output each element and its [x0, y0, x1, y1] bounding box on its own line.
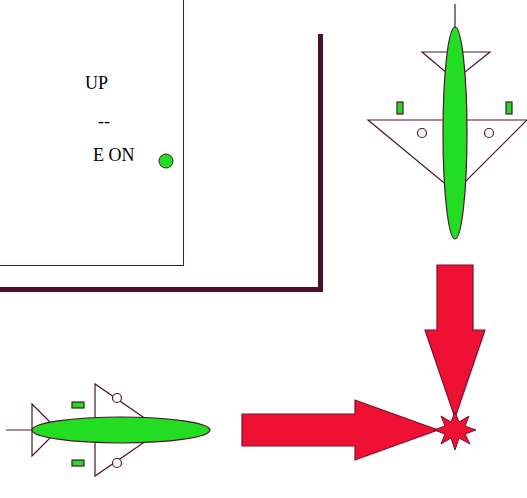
plane-horizontal — [6, 384, 210, 476]
arrow-down — [425, 265, 485, 418]
shadow-bar — [318, 34, 323, 292]
legend-text: -- — [98, 111, 110, 133]
legend-text: E ON — [93, 145, 135, 167]
shadow-bar — [0, 287, 323, 292]
collision-burst — [434, 412, 476, 450]
plane-vertical — [368, 4, 527, 239]
legend-text: UP — [85, 73, 108, 95]
status-dot — [159, 154, 173, 168]
arrow-right — [242, 400, 438, 460]
legend-box: UP -- E ON — [0, 0, 184, 266]
